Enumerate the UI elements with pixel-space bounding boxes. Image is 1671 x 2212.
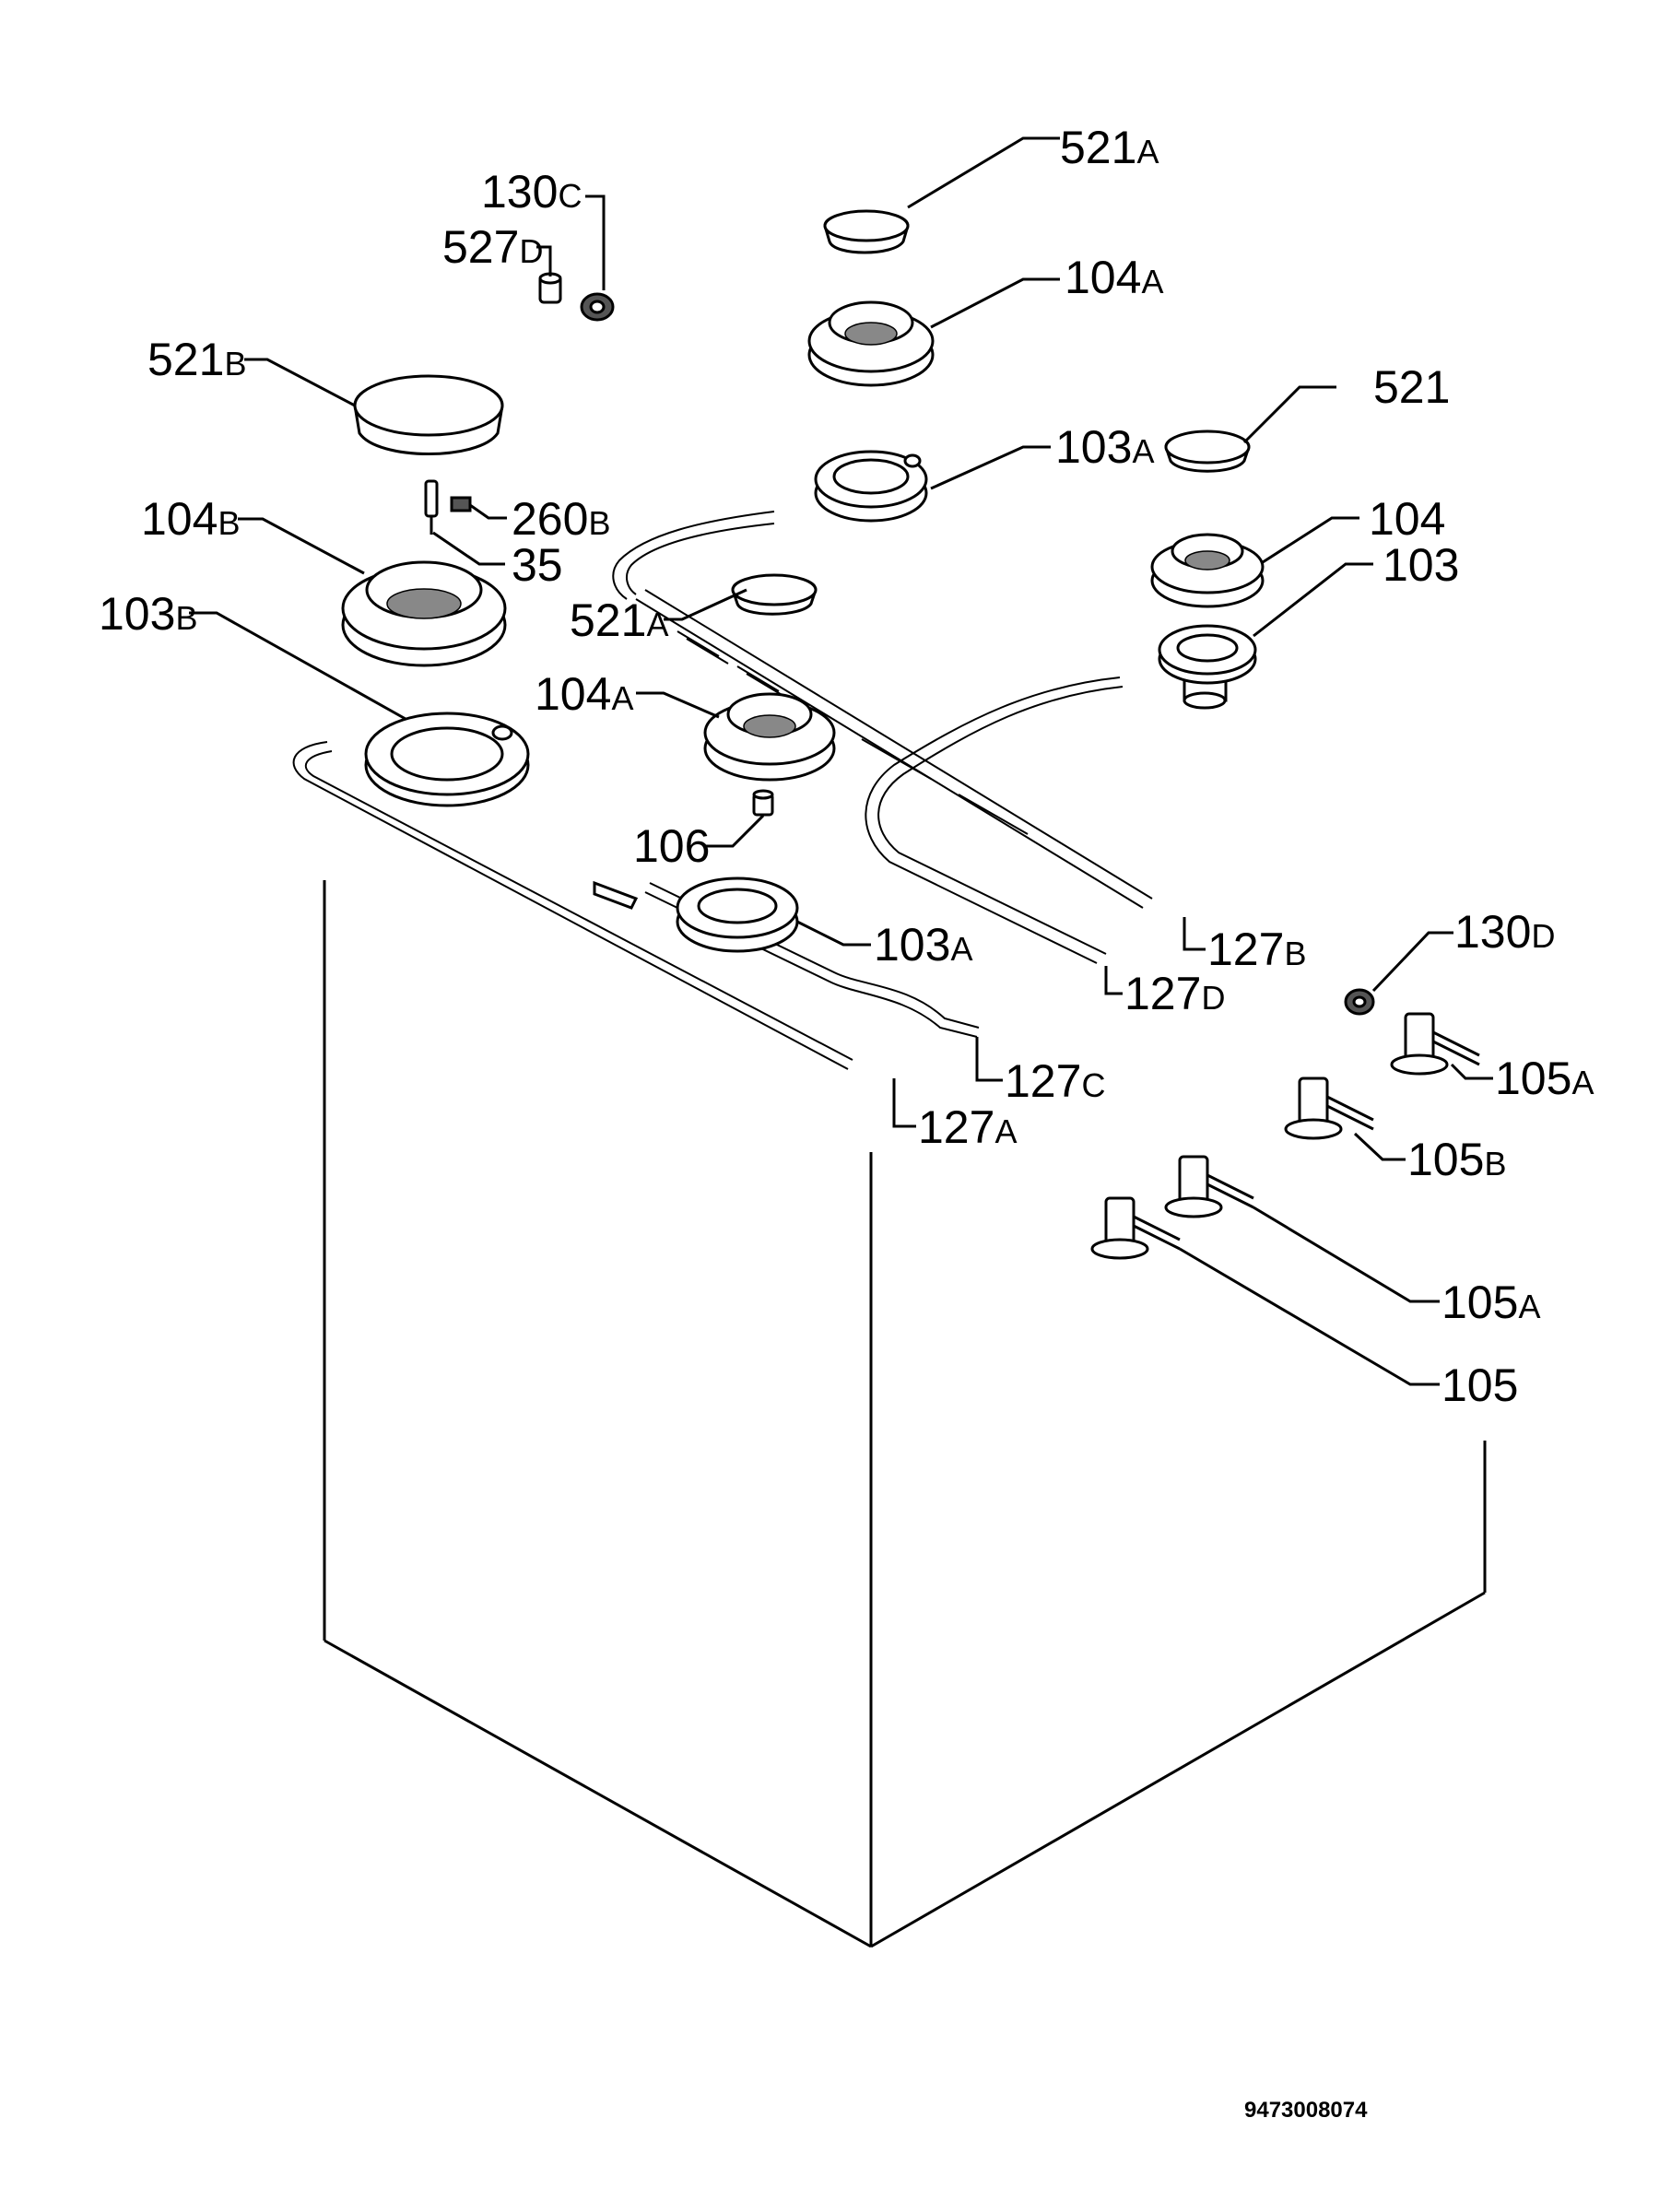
label-130c: 130C (481, 166, 582, 218)
gas-tap-105 (1090, 1196, 1181, 1260)
burner-crown-104 (1150, 533, 1265, 608)
ring-130c (580, 292, 615, 322)
leader-lines (189, 136, 1493, 1386)
label-127b: 127B (1207, 924, 1306, 975)
gas-tap-105a-low (1164, 1155, 1254, 1218)
label-127a: 127A (918, 1101, 1017, 1153)
burner-crown-104a-top (807, 300, 935, 387)
label-103: 103 (1383, 539, 1459, 591)
burner-crown-104b (341, 560, 507, 667)
callout-labels: 521A 130C 527D 104A 521B 521 103A 260B 1… (99, 122, 1594, 1411)
nut-527d (538, 272, 562, 304)
cap-521b (353, 374, 504, 455)
label-105b: 105B (1407, 1134, 1506, 1185)
label-105: 105 (1442, 1359, 1518, 1411)
gas-tap-105a-top (1390, 1012, 1480, 1076)
label-104b: 104B (141, 493, 240, 545)
label-521a-mid: 521A (570, 594, 668, 646)
label-103a-low: 103A (874, 919, 972, 971)
label-130d: 130D (1454, 906, 1555, 958)
label-521a-top: 521A (1060, 122, 1159, 173)
cap-521a-mid (731, 573, 818, 616)
label-106: 106 (633, 820, 710, 872)
ring-130d (1344, 988, 1375, 1016)
label-521: 521 (1373, 361, 1450, 413)
label-127d: 127D (1124, 968, 1225, 1019)
igniter-35 (424, 479, 439, 535)
label-527d: 527D (442, 221, 543, 273)
gas-tap-105b (1284, 1077, 1374, 1140)
label-104a-top: 104A (1065, 252, 1163, 303)
burner-cup-103 (1158, 624, 1257, 710)
label-521b: 521B (147, 334, 246, 385)
cap-521 (1164, 429, 1251, 473)
label-103b: 103B (99, 588, 197, 640)
cabinet-body (323, 880, 1487, 1948)
label-127c: 127C (1005, 1055, 1105, 1107)
label-104: 104 (1369, 493, 1445, 545)
burner-cup-103a-top (814, 450, 928, 523)
burner-cup-103a-low (593, 877, 799, 953)
label-35: 35 (512, 539, 563, 591)
label-105a-top: 105A (1495, 1053, 1594, 1104)
label-103a-top: 103A (1055, 421, 1154, 473)
label-105a-low: 105A (1442, 1277, 1540, 1328)
drawing-number: 9473008074 (1244, 2098, 1368, 2123)
burner-cup-103b (364, 712, 530, 807)
cap-521a-top (823, 209, 910, 254)
label-104a-mid: 104A (535, 668, 633, 720)
burner-crown-104a-mid (703, 692, 836, 782)
gas-pipes (292, 511, 1153, 1070)
label-260b: 260B (512, 493, 610, 545)
injector-106 (752, 789, 774, 817)
clip-260b (450, 496, 472, 512)
